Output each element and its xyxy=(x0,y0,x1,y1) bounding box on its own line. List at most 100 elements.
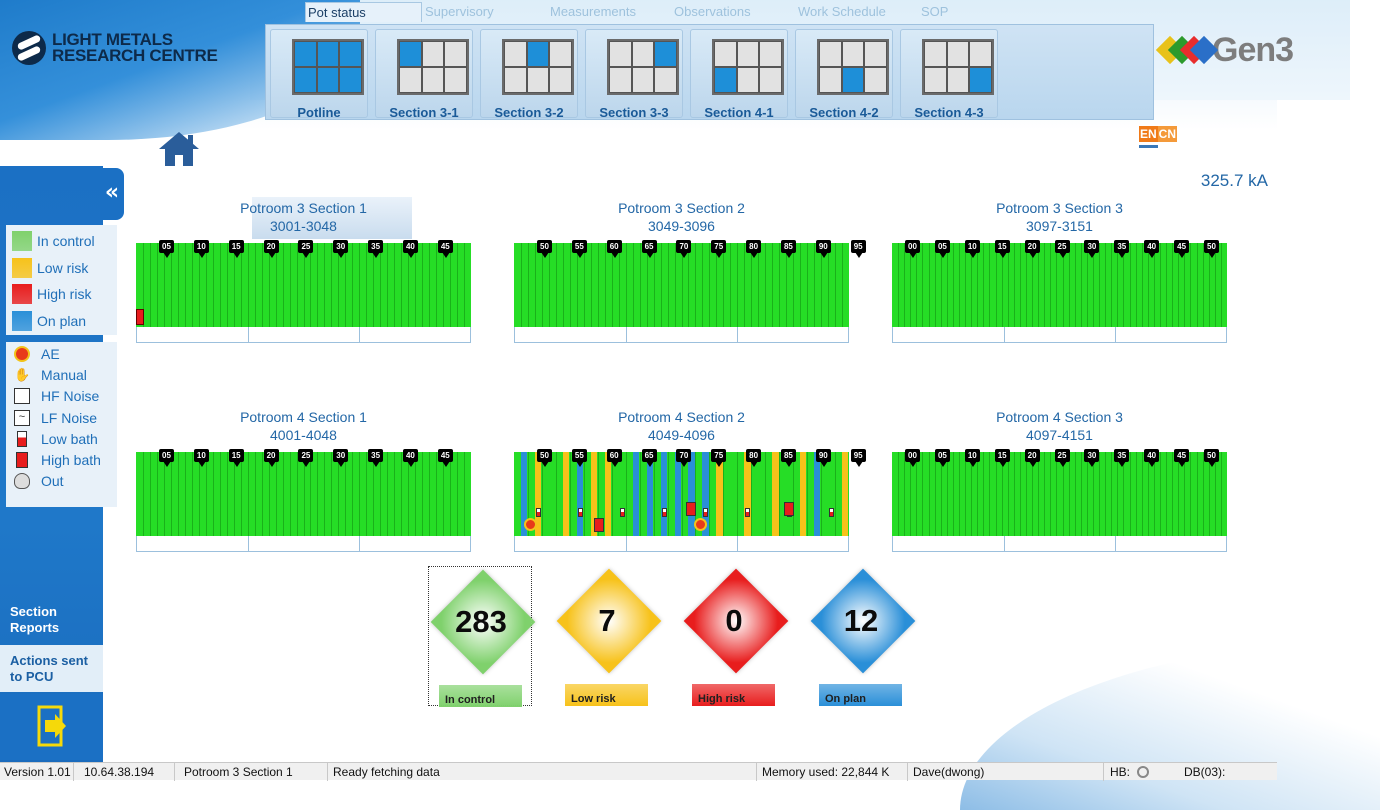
lang-en-button[interactable]: EN xyxy=(1139,126,1158,142)
pot-divider xyxy=(415,452,417,536)
pot-divider xyxy=(681,452,683,536)
pot-divider xyxy=(1202,452,1204,536)
pot-divider xyxy=(934,243,936,327)
pot-divider xyxy=(1080,243,1082,327)
pot-status-bar xyxy=(814,452,821,536)
lang-cn-button[interactable]: CN xyxy=(1157,126,1178,142)
section-map-cell xyxy=(421,67,445,93)
footer-divider xyxy=(359,327,360,342)
pot-status-bar xyxy=(646,452,653,536)
pot-marker: 20 xyxy=(1024,449,1040,469)
pot-divider xyxy=(1220,243,1222,327)
pot-marker-label: 95 xyxy=(850,449,866,462)
collapse-sidebar-button[interactable]: « xyxy=(100,168,124,220)
section-tile-potline[interactable]: Potline xyxy=(270,29,368,120)
tab-supervisory[interactable]: Supervisory xyxy=(425,4,494,19)
pot-divider xyxy=(828,243,830,327)
pot-marker: 20 xyxy=(1024,240,1040,260)
section-range: 4097-4151 xyxy=(1026,427,1093,443)
pot-marker-label: 30 xyxy=(1084,449,1100,462)
pot-divider xyxy=(597,452,599,536)
tab-pot-status[interactable]: Pot status xyxy=(305,2,422,22)
pot-marker-pointer xyxy=(750,252,759,258)
section-tile-section-4-2[interactable]: Section 4-2 xyxy=(795,29,893,120)
section-reports-button[interactable]: Section Reports xyxy=(0,604,103,640)
pot-divider xyxy=(408,243,410,327)
pot-divider xyxy=(709,452,711,536)
section-map-cell xyxy=(736,67,760,93)
tab-observations[interactable]: Observations xyxy=(674,4,751,19)
exit-icon[interactable] xyxy=(37,705,69,747)
section-map-cell xyxy=(819,67,842,93)
pot-status-bar xyxy=(800,452,807,536)
footer-divider xyxy=(737,536,738,551)
section-name: Potroom 4 Section 3 xyxy=(996,409,1123,425)
pot-divider xyxy=(1147,243,1149,327)
low-bath-icon xyxy=(829,508,835,517)
pot-divider xyxy=(597,243,599,327)
pot-divider xyxy=(625,452,627,536)
pot-divider xyxy=(254,243,256,327)
section-tile-section-3-1[interactable]: Section 3-1 xyxy=(375,29,473,120)
section-title[interactable]: Potroom 4 Section 3 4097-4151 xyxy=(892,408,1227,444)
low-bath-icon xyxy=(703,508,709,517)
pot-divider xyxy=(450,243,452,327)
pot-divider xyxy=(702,243,704,327)
pot-divider xyxy=(583,452,585,536)
home-icon[interactable] xyxy=(157,130,201,168)
section-tile-section-3-2[interactable]: Section 3-2 xyxy=(480,29,578,120)
pot-marker: 20 xyxy=(263,240,279,260)
tab-sop[interactable]: SOP xyxy=(921,4,949,19)
pot-marker-label: 10 xyxy=(193,240,209,253)
section-map-cell xyxy=(399,41,422,67)
gen3-diamonds-icon xyxy=(1155,30,1219,70)
pot-divider xyxy=(1190,452,1192,536)
kpi-value: 283 xyxy=(455,604,507,639)
lmrc-logo-icon xyxy=(12,31,46,65)
section-tile-section-4-1[interactable]: Section 4-1 xyxy=(690,29,788,120)
pot-marker-pointer xyxy=(784,461,793,467)
pot-divider xyxy=(1123,452,1125,536)
lang-active-indicator xyxy=(1139,145,1158,148)
pot-divider xyxy=(359,452,361,536)
pot-divider xyxy=(282,243,284,327)
pot-marker-pointer xyxy=(163,252,171,258)
pot-divider xyxy=(296,243,298,327)
pot-divider xyxy=(275,243,277,327)
pot-marker-pointer xyxy=(163,461,171,467)
actions-sent-button[interactable]: Actions sent to PCU xyxy=(0,645,103,692)
status-hb-label: HB: xyxy=(1110,765,1131,779)
section-tile-section-3-3[interactable]: Section 3-3 xyxy=(585,29,683,120)
pot-divider xyxy=(667,452,669,536)
pot-marker-label: 75 xyxy=(711,240,727,253)
legend-in-control: In control xyxy=(12,230,95,252)
pot-status-bar xyxy=(688,452,695,536)
pot-strip-footer xyxy=(892,327,1227,343)
pot-marker-label: 70 xyxy=(676,449,692,462)
pot-divider xyxy=(1056,452,1058,536)
low-bath-icon xyxy=(745,508,751,517)
section-tile-section-4-3[interactable]: Section 4-3 xyxy=(900,29,998,120)
pot-strip[interactable] xyxy=(892,243,1227,327)
pot-marker-pointer xyxy=(1148,461,1157,467)
tab-measurements[interactable]: Measurements xyxy=(550,4,636,19)
pot-divider xyxy=(345,243,347,327)
pot-divider xyxy=(184,452,186,536)
status-bar: Version 1.01 10.64.38.194 Potroom 3 Sect… xyxy=(0,762,1277,781)
pot-strip-footer xyxy=(136,536,471,552)
pot-marker-pointer xyxy=(715,461,724,467)
footer-swoosh xyxy=(960,640,1380,810)
tab-work-schedule[interactable]: Work Schedule xyxy=(798,4,886,19)
legend-high-bath: High bath xyxy=(14,450,101,470)
